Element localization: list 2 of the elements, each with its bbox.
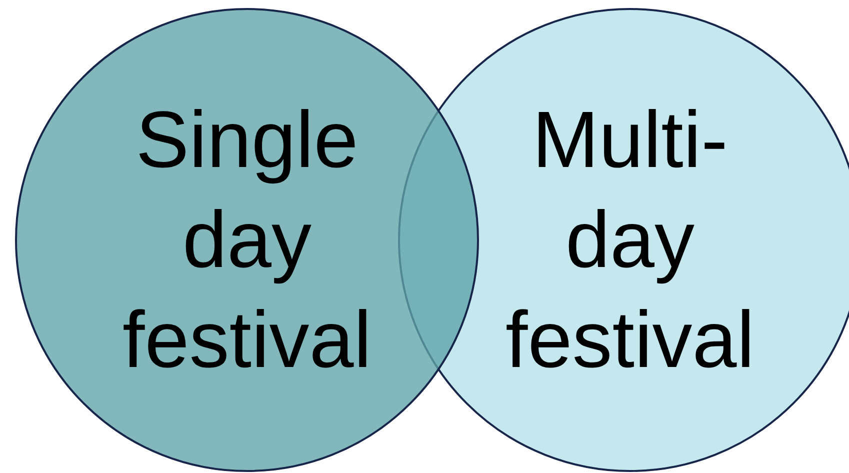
circle-label: Single day festival [122, 94, 372, 386]
circle-label: Multi-day festival [504, 94, 756, 386]
